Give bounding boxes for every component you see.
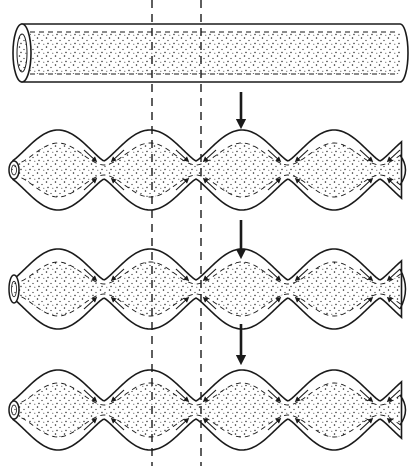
beaded-rod-2 bbox=[9, 249, 406, 329]
beaded-rod-3 bbox=[9, 370, 406, 450]
beaded-rod-1 bbox=[9, 130, 406, 210]
straight-rod bbox=[13, 24, 408, 82]
